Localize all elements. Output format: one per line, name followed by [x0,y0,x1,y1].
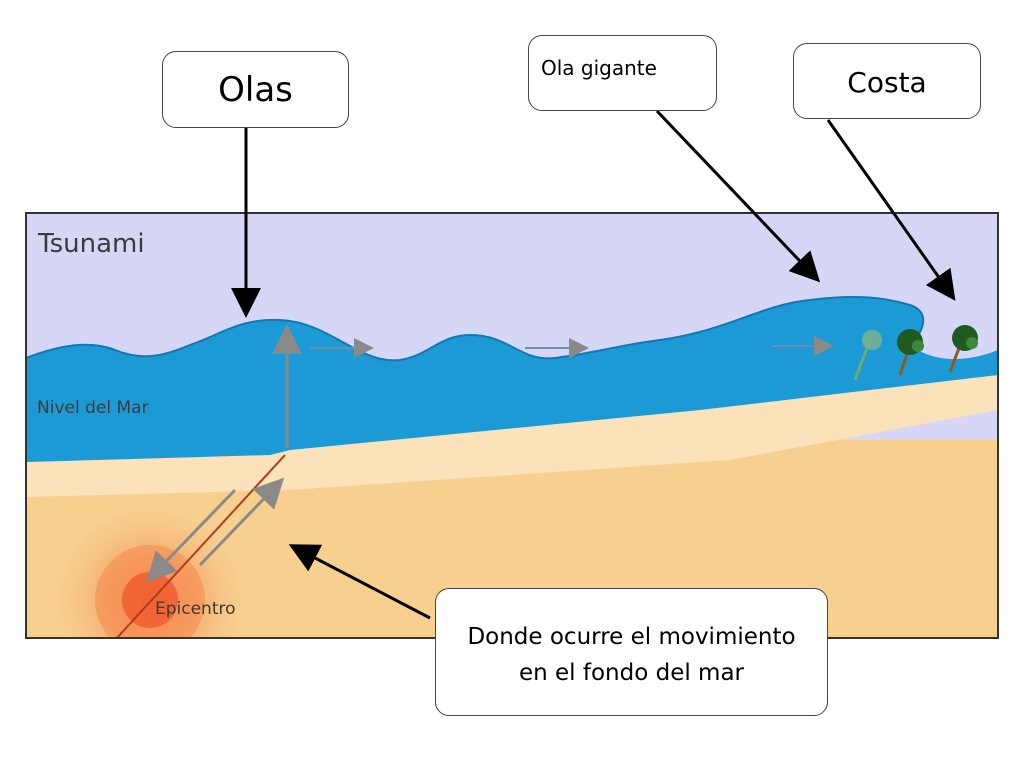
slip-arrow-up [198,477,285,567]
costa-pointer-arrow [826,119,956,301]
ocean-water [26,297,998,462]
sea-level-label: Nivel del Mar [37,398,149,418]
callout-costa-text: Costa [847,66,927,99]
callout-olas: Olas [162,51,349,128]
callout-ola-gigante-text: Ola gigante [541,56,657,80]
epicenter-label: Epicentro [155,599,236,619]
palm-trees-icon [853,325,978,381]
callout-ola-gigante: Ola gigante [528,35,717,111]
callout-donde-line1: Donde ocurre el movimiento [467,624,796,650]
callout-olas-text: Olas [218,70,293,110]
diagram-title: Tsunami [37,229,145,259]
slip-arrow-down [145,488,237,583]
donde-pointer-arrow [288,544,431,620]
callout-donde: Donde ocurre el movimiento en el fondo d… [435,588,828,716]
wave-surface-line [26,296,925,362]
beach-layer [26,375,998,497]
ola-gigante-pointer-arrow [655,109,821,283]
callout-donde-line2: en el fondo del mar [518,660,745,686]
callout-costa: Costa [793,43,981,119]
